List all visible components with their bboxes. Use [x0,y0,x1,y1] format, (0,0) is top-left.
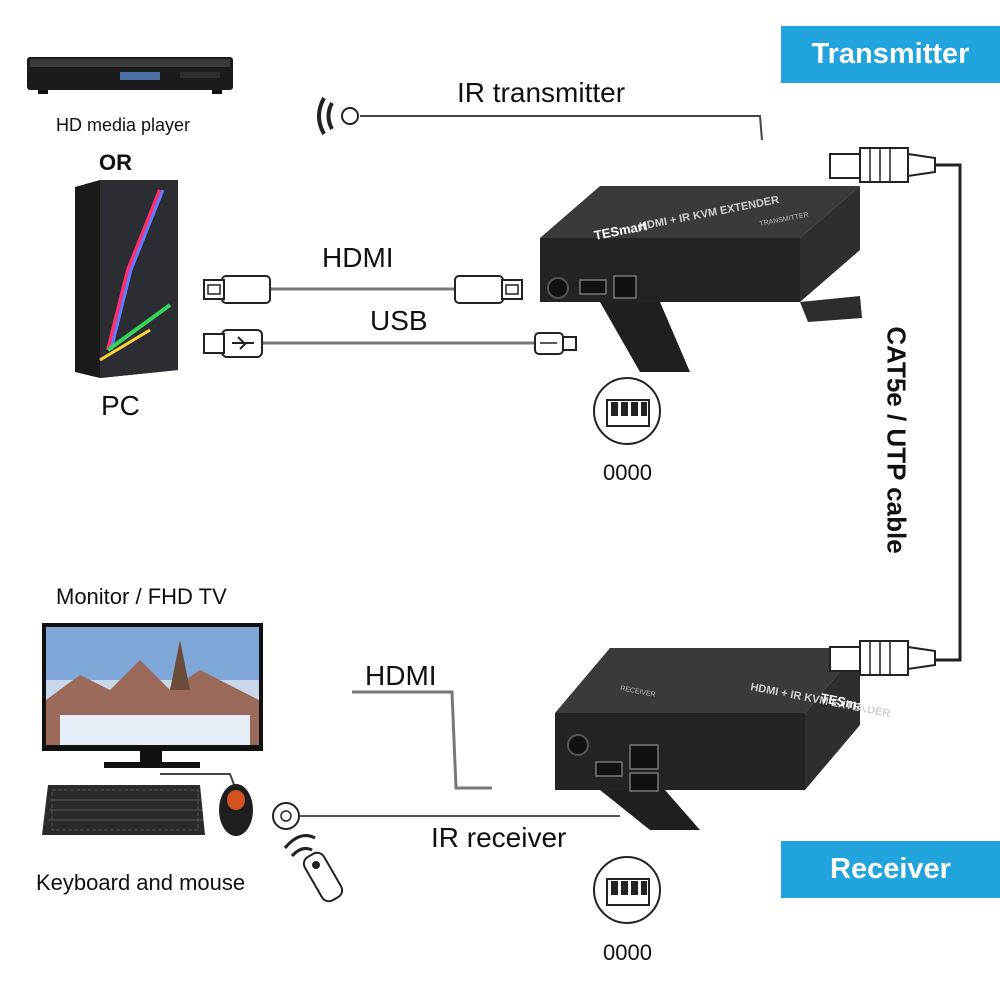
media-player-label: HD media player [56,115,191,135]
hdmi-cable-bottom [352,690,492,790]
hdmi-label-top: HDMI [322,242,394,273]
usb-b-plug [534,332,577,355]
transmitter-badge-text: Transmitter [811,38,970,70]
hdmi-plug-right [454,275,523,304]
monitor-icon [42,623,263,768]
receiver-badge-text: Receiver [830,853,951,885]
mouse-icon [219,784,253,836]
transmitter-badge: Transmitter [781,26,1000,83]
transmitter-device: HDMI + IR KVM EXTENDER TESmart TRANSMITT… [540,186,862,372]
keyboard-icon [42,785,205,835]
ir-transmitter-cable [360,115,763,141]
media-player-icon [27,57,233,94]
or-label: OR [99,150,132,175]
pc-label: PC [101,390,140,421]
ir-emitter-icon [317,97,359,135]
dip-switch-top [593,377,661,445]
dip-code-top: 0000 [603,460,652,485]
dip-code-bottom: 0000 [603,940,652,965]
receiver-badge: Receiver [781,841,1000,898]
cat5e-cable-label: CAT5e / UTP cable [881,326,912,554]
rj45-plug-top [829,147,936,183]
monitor-label: Monitor / FHD TV [56,584,227,609]
ir-receiver-label: IR receiver [431,822,567,853]
usb-a-plug [203,329,263,358]
dip-switch-bottom [593,856,661,924]
usb-label: USB [370,305,428,336]
keyboard-mouse-label: Keyboard and mouse [36,870,246,895]
hdmi-label-bottom: HDMI [365,660,437,691]
rj45-plug-bottom [829,640,936,676]
ir-transmitter-label: IR transmitter [457,77,626,108]
cat5e-cable [935,163,962,662]
ir-receiver-icon [272,802,300,830]
receiver-device: HDMI + IR KVM EXTENDER TESmart RECEIVER [555,648,891,830]
hdmi-plug-left [203,275,271,304]
remote-control-icon [283,834,344,903]
pc-tower-icon [75,180,178,378]
